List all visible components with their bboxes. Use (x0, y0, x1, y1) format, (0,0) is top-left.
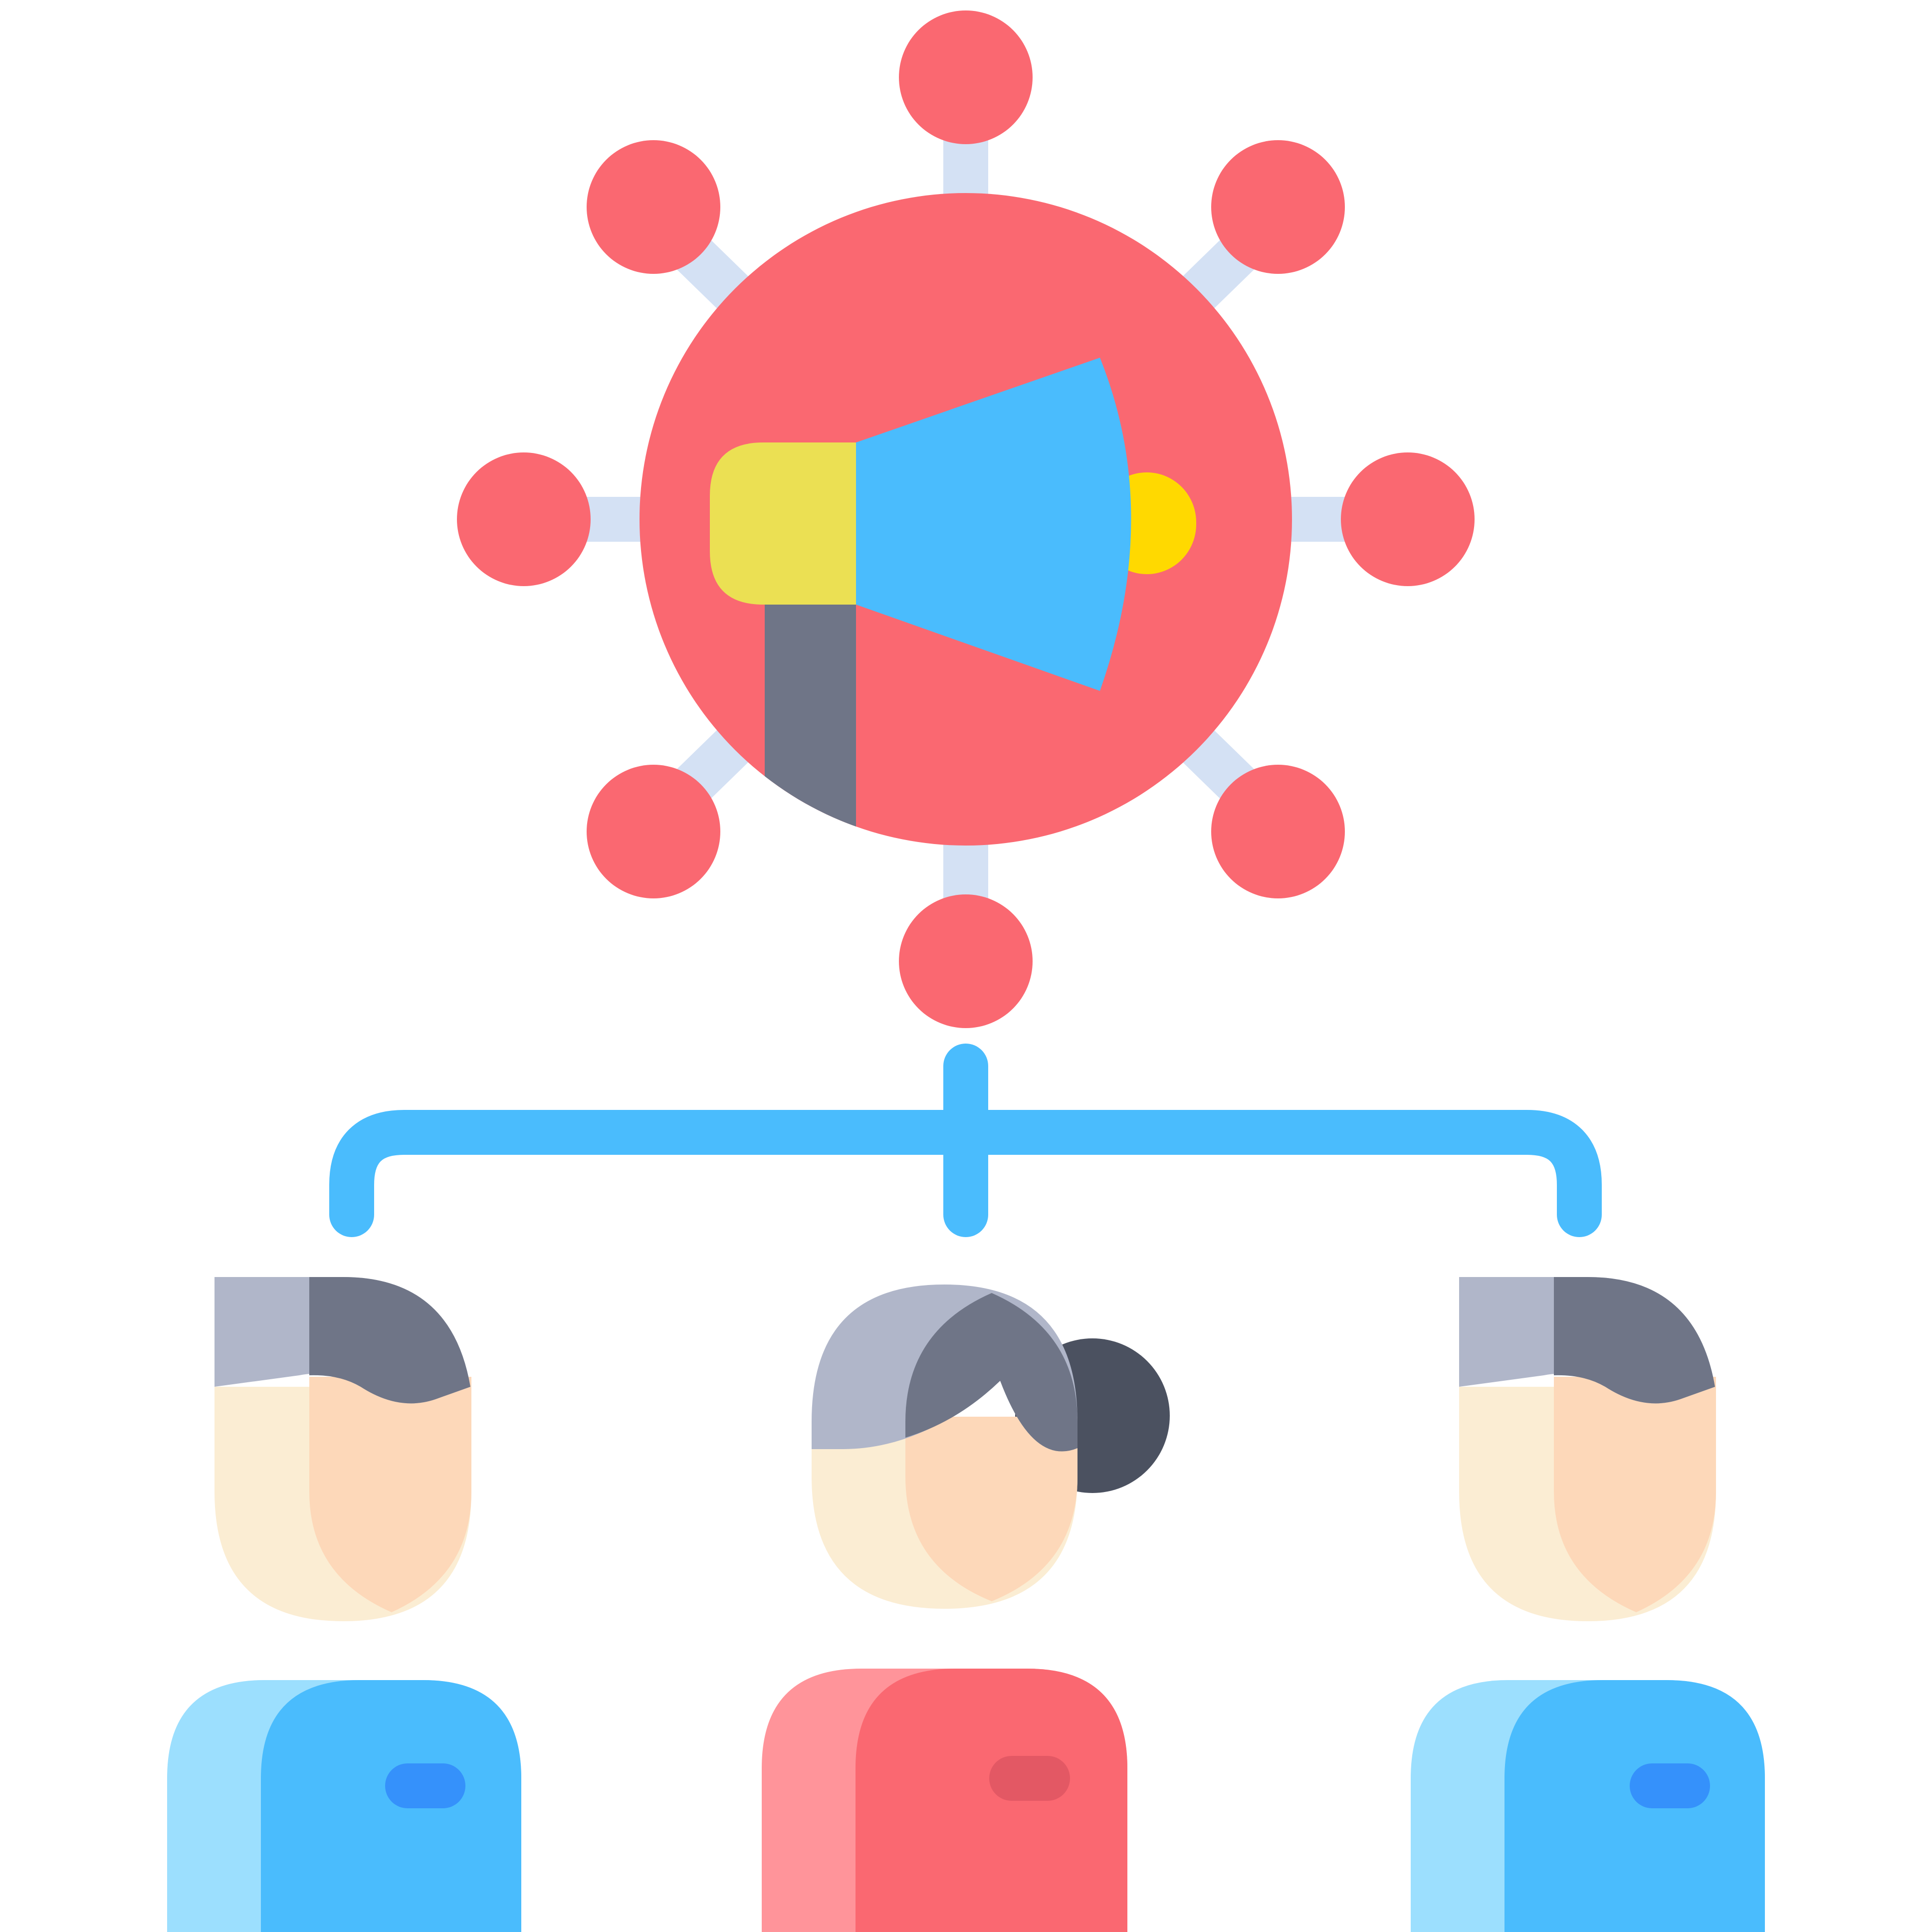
node-top (899, 10, 1033, 144)
megaphone-body (856, 358, 1131, 691)
node-top-right (1211, 140, 1345, 274)
hair-shade (309, 1277, 470, 1404)
audience-member-right (1411, 1277, 1765, 1932)
face-shade (309, 1377, 471, 1612)
node-bottom-right (1211, 765, 1345, 898)
audience (167, 1277, 1765, 1932)
audience-member-left (167, 1277, 521, 1932)
satellite-nodes (457, 10, 1475, 1028)
node-bottom (899, 894, 1033, 1028)
shirt-shade (1504, 1680, 1765, 1932)
node-bottom-left (587, 765, 720, 898)
face-shade (905, 1417, 1077, 1601)
broadcast-hub (457, 10, 1475, 1028)
node-left (457, 452, 591, 586)
shirt-shade (856, 1669, 1127, 1932)
megaphone-hub-icon (710, 358, 1196, 846)
spoke-top (943, 135, 988, 200)
face-shade (1554, 1377, 1716, 1612)
megaphone-grip (765, 604, 856, 846)
spoke-left (584, 497, 648, 542)
connector-tree (329, 1044, 1602, 1237)
shirt-shade (261, 1680, 521, 1932)
man-icon (167, 1277, 521, 1932)
spoke-right (1283, 497, 1348, 542)
man-icon (1411, 1277, 1765, 1932)
node-top-left (587, 140, 720, 274)
woman-icon (762, 1285, 1170, 1932)
hair-shade (1554, 1277, 1715, 1404)
node-right (1341, 452, 1475, 586)
megaphone-handle (710, 442, 856, 605)
connector-branch (329, 1110, 1602, 1237)
audience-member-center (762, 1285, 1170, 1932)
hair-shade (905, 1293, 1077, 1452)
